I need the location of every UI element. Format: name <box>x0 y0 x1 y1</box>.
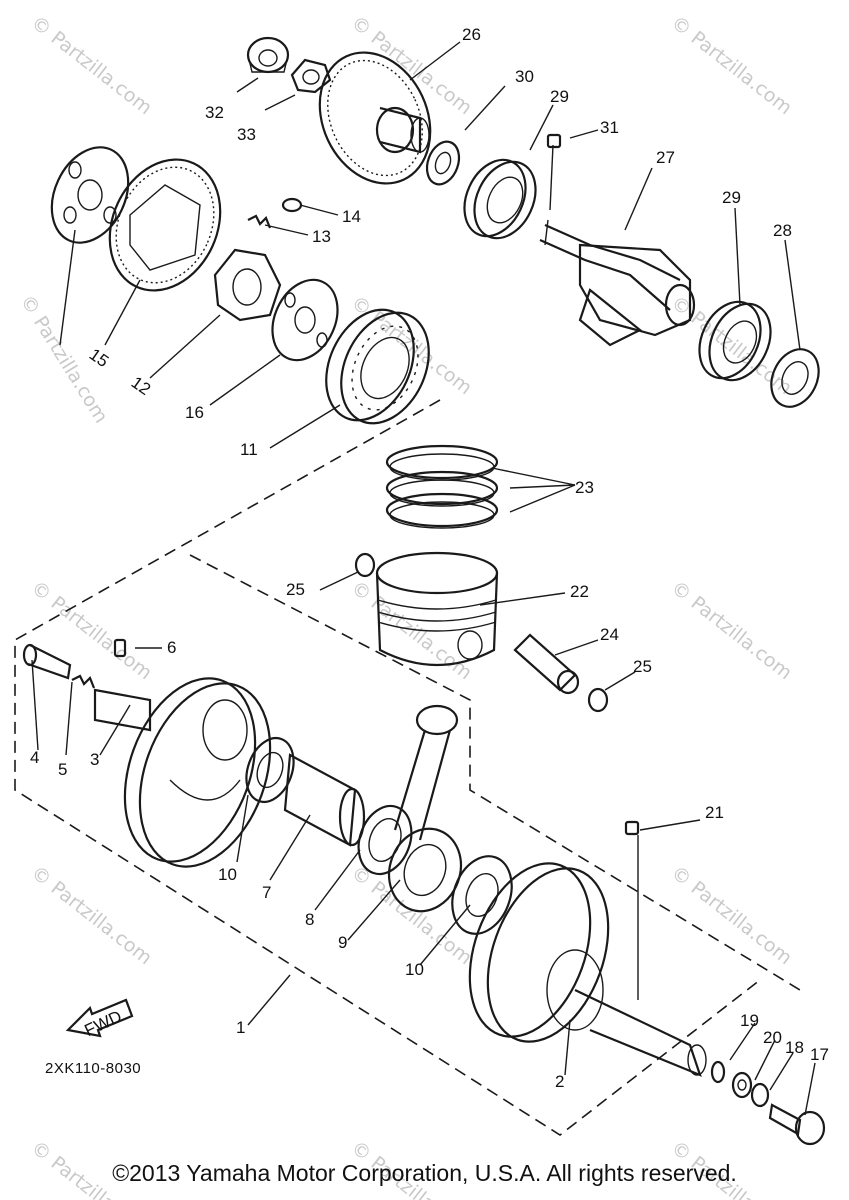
callout-26: 26 <box>462 25 481 44</box>
watermark: © Partzilla.com <box>27 862 156 970</box>
circlip-part-25-lower <box>587 687 609 713</box>
bolt-part-17 <box>768 1103 826 1146</box>
callout-22: 22 <box>570 582 589 601</box>
bearing-part-11 <box>325 308 430 425</box>
callout-25-lower: 25 <box>633 657 652 676</box>
callout-12: 12 <box>128 373 154 399</box>
lock-washer-part-33 <box>290 58 332 94</box>
callout-4: 4 <box>30 748 39 767</box>
callout-17: 17 <box>810 1045 829 1064</box>
callout-16: 16 <box>185 403 204 422</box>
callout-21: 21 <box>705 803 724 822</box>
parts <box>22 36 826 1146</box>
thrust-washer-part-10-left <box>245 736 295 804</box>
callouts: 26 30 29 31 27 29 28 32 33 14 13 15 12 1… <box>30 25 829 1091</box>
callout-31: 31 <box>600 118 619 137</box>
crank-right-part-2 <box>468 835 707 1077</box>
key-part-31 <box>546 133 562 149</box>
o-ring-part-19 <box>710 1060 726 1084</box>
callout-30: 30 <box>515 67 534 86</box>
copyright-notice: ©2013 Yamaha Motor Corporation, U.S.A. A… <box>112 1160 737 1186</box>
callout-7: 7 <box>262 883 271 902</box>
watermark: © Partzilla.com <box>347 862 476 970</box>
callout-5: 5 <box>58 760 67 779</box>
pin-part-14 <box>281 197 303 213</box>
fwd-label: FWD <box>82 1007 125 1041</box>
washer-part-18 <box>750 1082 770 1108</box>
callout-3: 3 <box>90 750 99 769</box>
hub-part-12 <box>213 248 282 322</box>
callout-29-upper: 29 <box>550 87 569 106</box>
thrust-washer-part-10-right <box>451 855 513 935</box>
watermark: © Partzilla.com <box>667 862 796 970</box>
callout-23: 23 <box>575 478 594 497</box>
callout-33: 33 <box>237 125 256 144</box>
washer-part-20 <box>731 1071 753 1099</box>
callout-14: 14 <box>342 207 361 226</box>
forward-arrow-icon <box>65 998 134 1038</box>
key-part-21 <box>624 820 640 836</box>
callout-29-lower: 29 <box>722 188 741 207</box>
callout-27: 27 <box>656 148 675 167</box>
callout-32: 32 <box>205 103 224 122</box>
bolt-part-4 <box>22 643 72 680</box>
callout-2: 2 <box>555 1072 564 1091</box>
callout-28: 28 <box>773 221 792 240</box>
callout-25-upper: 25 <box>286 580 305 599</box>
bearing-part-29-upper <box>463 158 537 240</box>
callout-1: 1 <box>236 1018 245 1037</box>
callout-24: 24 <box>600 625 619 644</box>
spring-part-13 <box>247 214 272 229</box>
piston-rings-part-23 <box>385 444 499 529</box>
callout-15: 15 <box>86 345 112 371</box>
part-code: 2XK110-8030 <box>45 1060 141 1077</box>
watermark: © Partzilla.com <box>667 12 796 120</box>
piston-part-22 <box>375 551 499 667</box>
callout-18: 18 <box>785 1038 804 1057</box>
callout-19: 19 <box>740 1011 759 1030</box>
nut-part-32 <box>246 36 290 74</box>
watermark: © Partzilla.com <box>27 577 156 685</box>
plate-part-16 <box>271 278 339 362</box>
watermark: © Partzilla.com <box>667 577 796 685</box>
callout-11: 11 <box>240 440 258 459</box>
callout-10-left: 10 <box>218 865 237 884</box>
balancer-shaft-part-27 <box>539 219 696 347</box>
watermark: © Partzilla.com <box>347 12 476 120</box>
primary-gear-part-15 <box>108 158 222 292</box>
bearing-part-29-lower <box>698 300 772 382</box>
crank-left-part-3 <box>93 677 272 868</box>
callout-8: 8 <box>305 910 314 929</box>
oil-seal-part-28 <box>770 348 820 408</box>
callout-10-right: 10 <box>405 960 424 979</box>
key-part-6 <box>113 638 127 658</box>
assembly-outline <box>14 399 801 1136</box>
circlip-part-25-upper <box>354 552 376 578</box>
connecting-rod-part-9 <box>388 704 462 913</box>
washer-part-30 <box>425 140 461 186</box>
piston-pin-part-24 <box>513 633 580 695</box>
callout-6: 6 <box>167 638 176 657</box>
watermark: © Partzilla.com <box>667 292 796 400</box>
callout-9: 9 <box>338 933 347 952</box>
spring-part-5 <box>71 674 96 689</box>
callout-20: 20 <box>763 1028 782 1047</box>
plate-part-15 <box>50 146 130 244</box>
crank-pin-part-7 <box>283 753 366 847</box>
watermark: © Partzilla.com <box>27 12 156 120</box>
callout-13: 13 <box>312 227 331 246</box>
